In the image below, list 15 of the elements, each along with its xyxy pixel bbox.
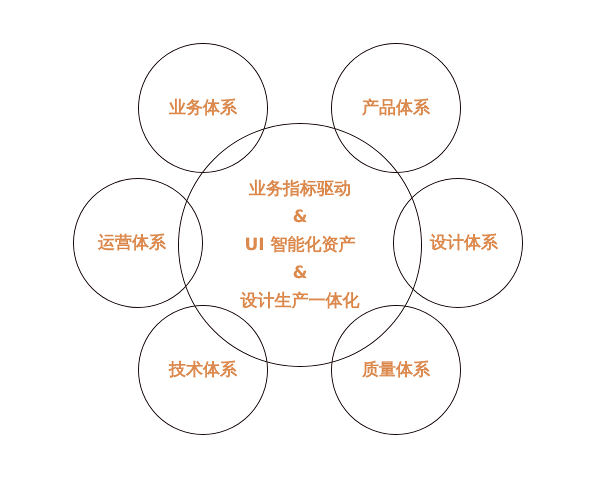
circle-label: 质量体系 — [362, 359, 430, 382]
circle-label: 设计体系 — [430, 232, 498, 255]
circle-label: 业务指标驱动 — [249, 178, 351, 201]
circle-label: 产品体系 — [362, 97, 430, 120]
circle-label: 业务体系 — [169, 97, 237, 120]
circle — [73, 178, 203, 308]
circle-label: & — [292, 206, 308, 229]
circle-label: UI 智能化资产 — [244, 234, 356, 257]
circle-label: 技术体系 — [169, 359, 237, 382]
circle-label: & — [292, 262, 308, 285]
circle — [331, 43, 461, 173]
circle-label: 设计生产一体化 — [240, 290, 360, 313]
circle — [138, 43, 268, 173]
circle-label: 运营体系 — [98, 232, 166, 255]
circle — [393, 178, 523, 308]
